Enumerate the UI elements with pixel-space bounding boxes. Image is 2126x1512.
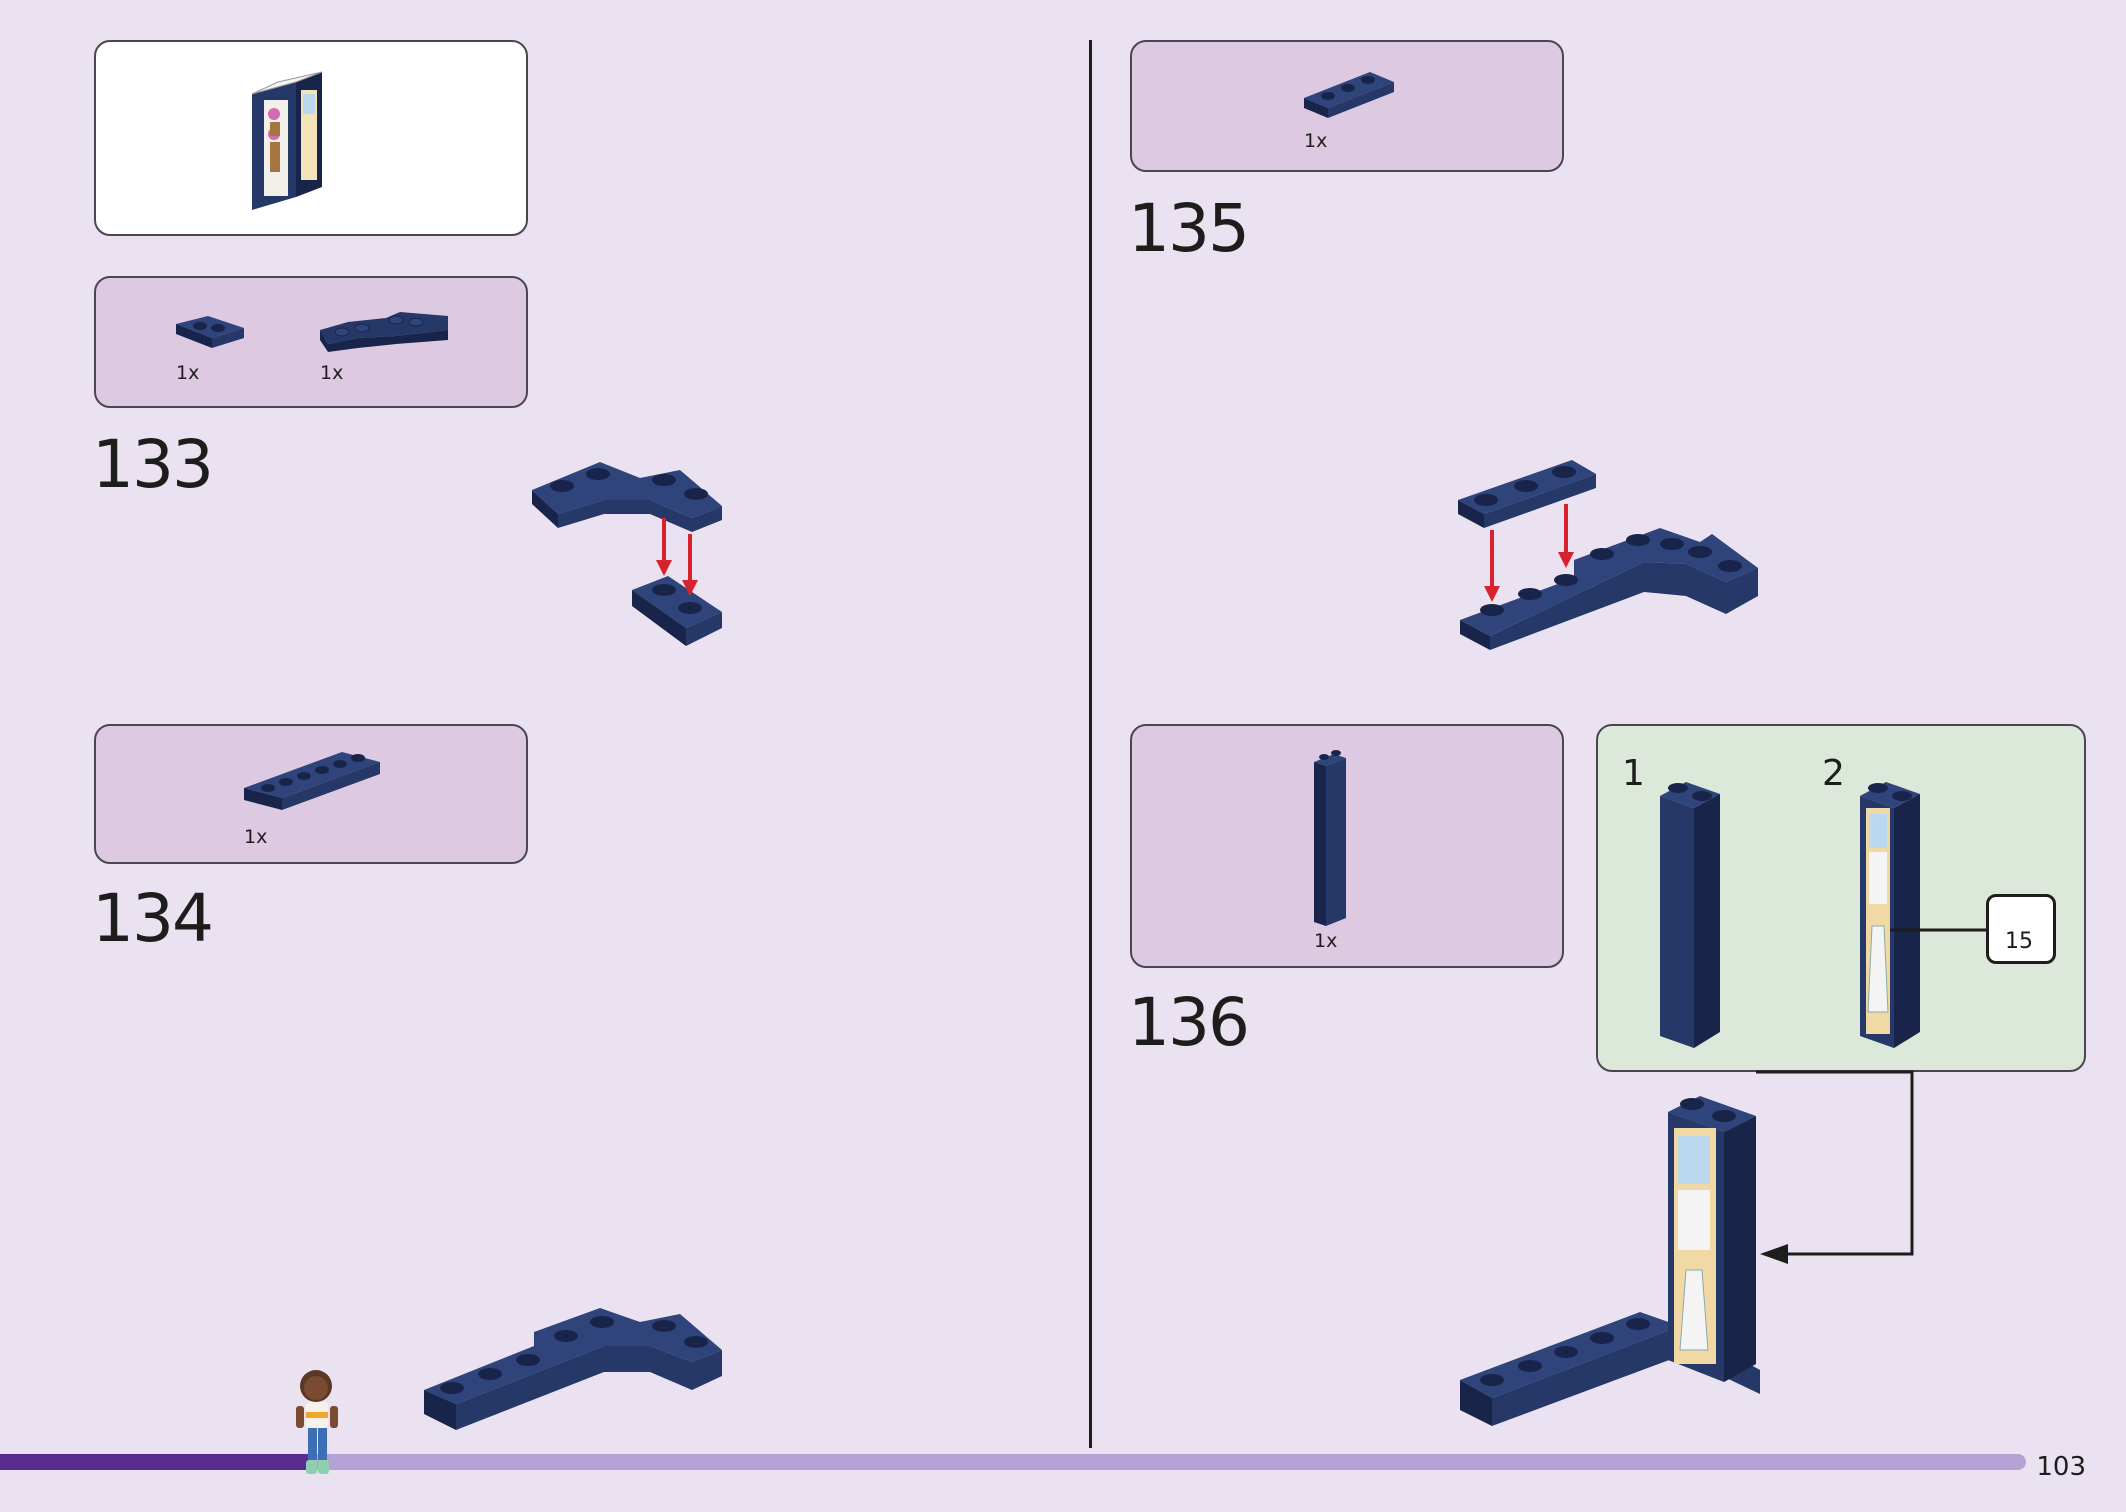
- step-135-parts-box: 1x: [1130, 40, 1564, 172]
- step-number: 136: [1128, 984, 1250, 1061]
- part-quantity: 1x: [244, 826, 268, 848]
- part-quantity: 1x: [176, 362, 200, 384]
- part-quantity: 1x: [320, 362, 344, 384]
- step-number: 134: [92, 880, 214, 957]
- substep-number: 1: [1622, 753, 1645, 794]
- plate-1x3-part: [1304, 72, 1394, 118]
- minidoll-figure-icon: [296, 1370, 338, 1474]
- step-number: 133: [92, 426, 214, 503]
- brick-1x2x5-part: [1314, 750, 1346, 926]
- sticker-callout-box: 1 2 15: [1596, 724, 2086, 1072]
- plate-1x6-part: [244, 752, 380, 810]
- plain-brick-image: [1660, 782, 1720, 1048]
- step-133-parts-box: 1x 1x: [94, 276, 528, 408]
- sticker-badge: 15: [1986, 894, 2056, 964]
- sticker-number: 15: [2005, 929, 2033, 954]
- page-number: 103: [2036, 1452, 2086, 1482]
- hinge-plate-part: [320, 312, 448, 352]
- progress-bar: [0, 1454, 2026, 1470]
- wardrobe-preview-image: [251, 71, 323, 210]
- stickered-brick-image: [1860, 782, 1920, 1048]
- part-quantity: 1x: [1304, 130, 1328, 152]
- substep-number: 2: [1822, 753, 1845, 794]
- plate-1x2-part: [176, 316, 244, 348]
- page-divider: [1089, 40, 1092, 1448]
- part-quantity: 1x: [1314, 930, 1338, 952]
- step-number: 135: [1128, 190, 1250, 267]
- previous-step-preview: [94, 40, 528, 236]
- step-134-parts-box: 1x: [94, 724, 528, 864]
- progress-fill: [0, 1454, 315, 1470]
- step-136-parts-box: 1x: [1130, 724, 1564, 968]
- sticker-pointer-line: [1890, 928, 1988, 932]
